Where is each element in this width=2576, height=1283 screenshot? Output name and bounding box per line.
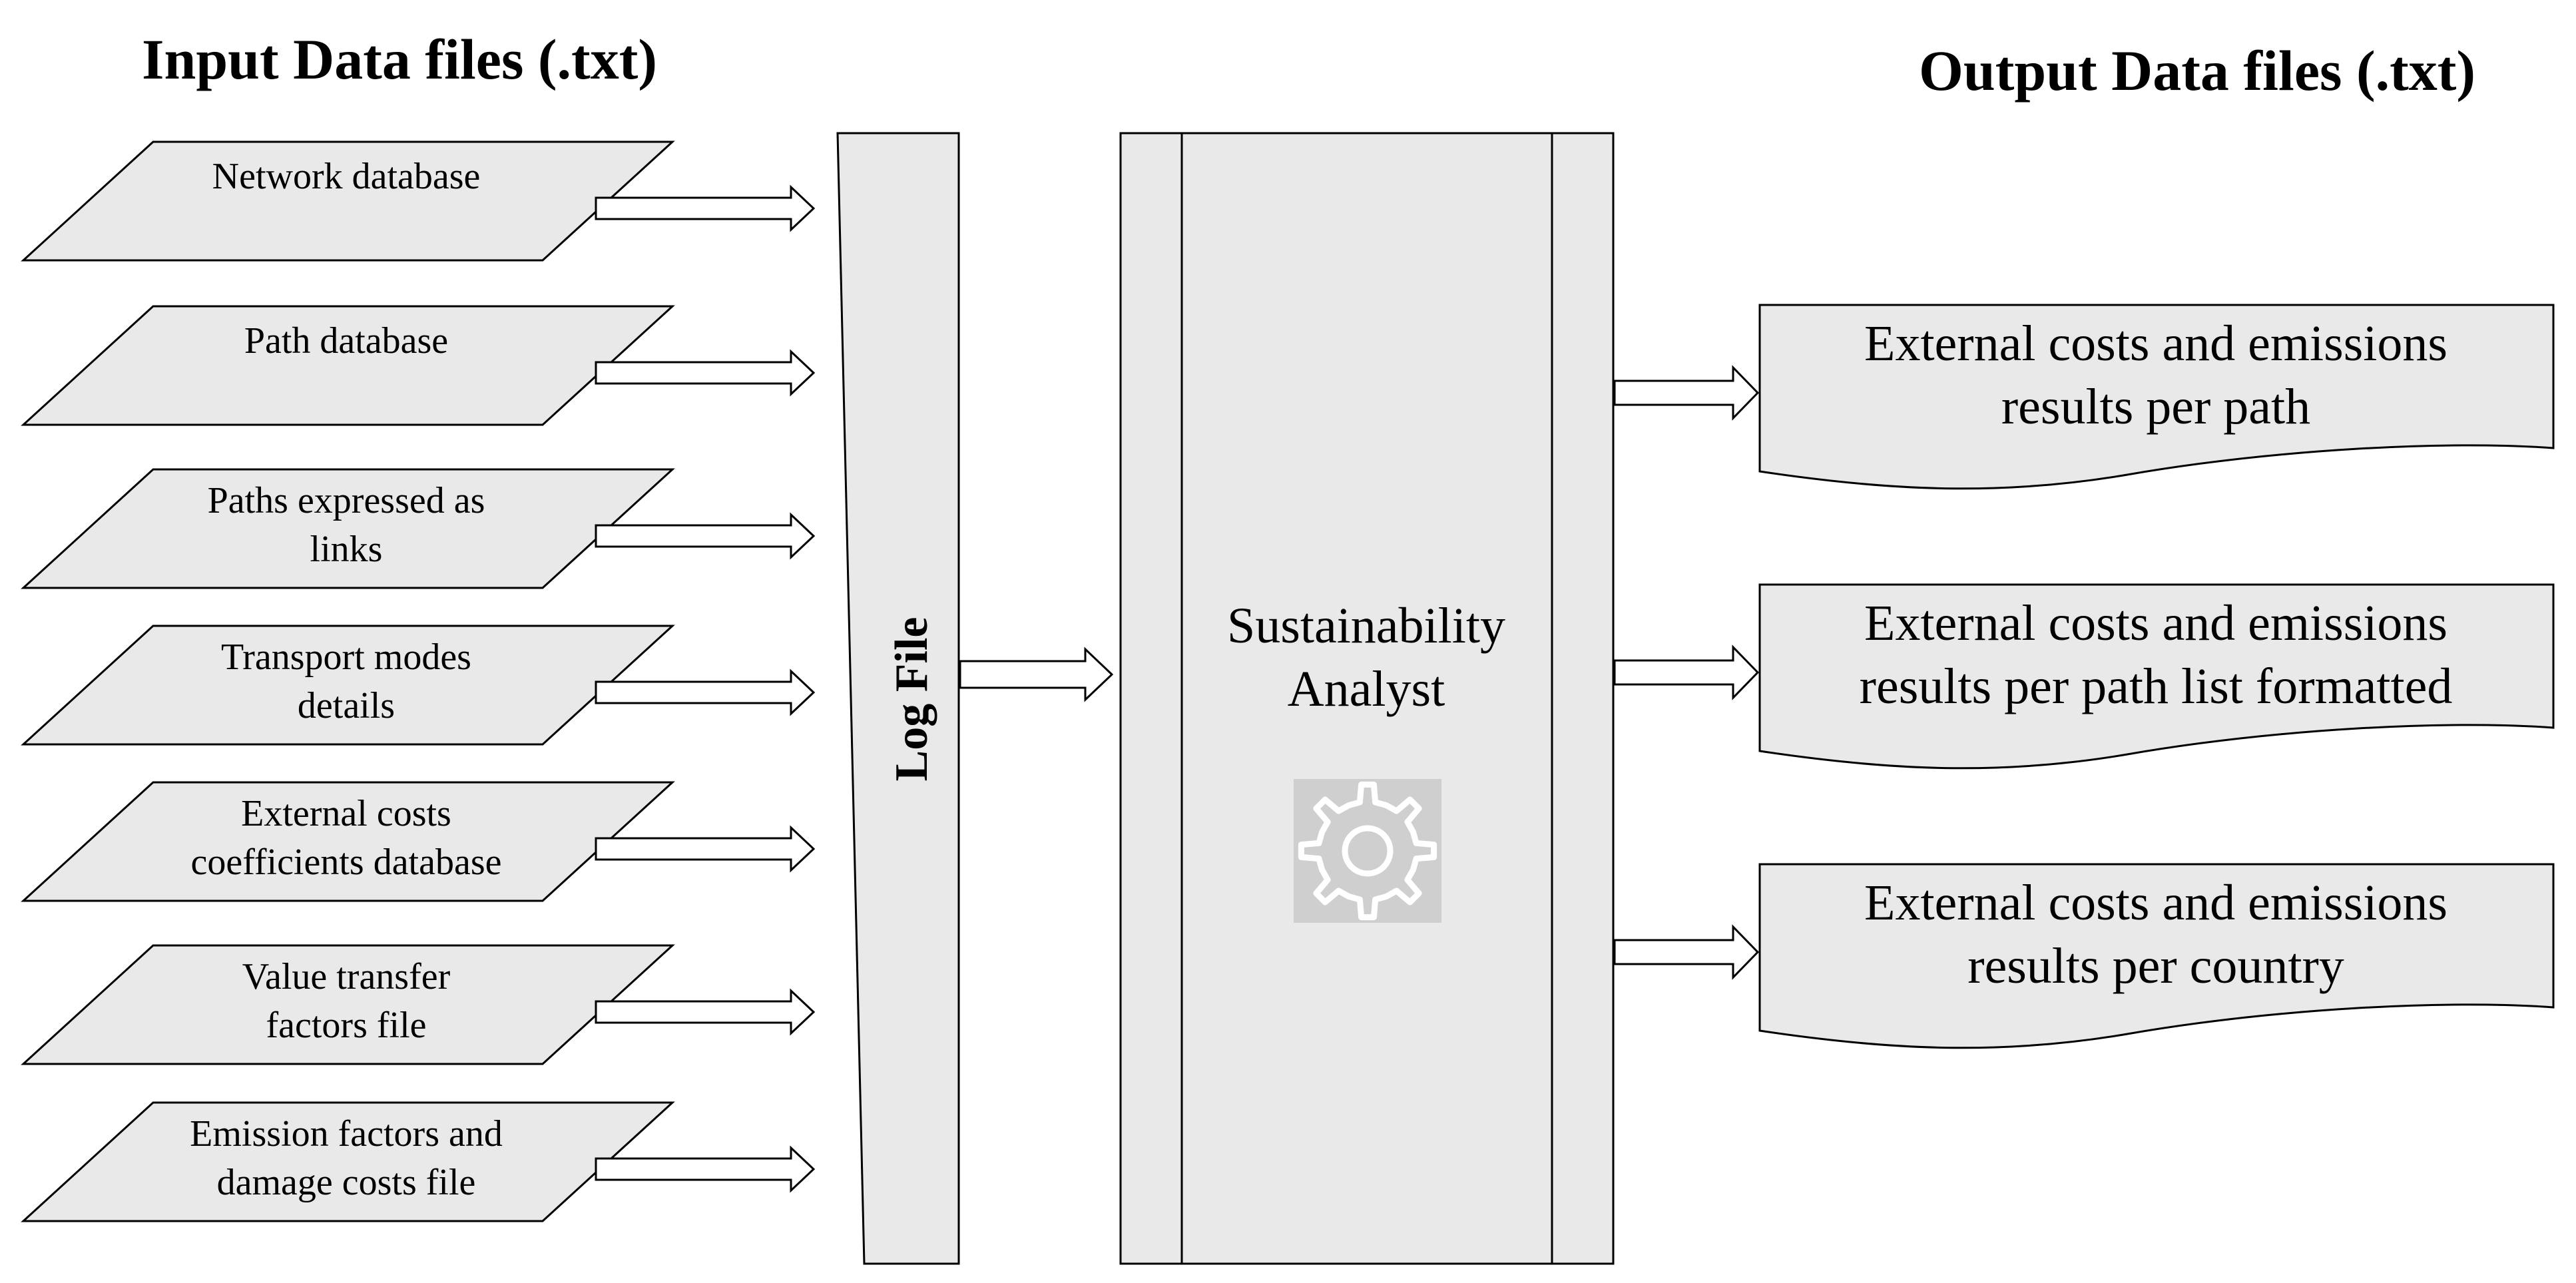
input-file-label: details bbox=[298, 685, 395, 726]
input-file-label: External costs bbox=[241, 793, 451, 834]
input-file-shape bbox=[21, 781, 675, 902]
input-file: External costs coefficients database bbox=[21, 781, 816, 902]
output-arrow bbox=[1613, 924, 1760, 980]
output-file-shape bbox=[1758, 583, 2555, 770]
input-file-label: Path database bbox=[244, 320, 448, 362]
log-file-label: Log File bbox=[886, 617, 937, 782]
input-file-label: coefficients database bbox=[191, 842, 502, 883]
output-file-label: results per path bbox=[2001, 379, 2310, 435]
input-file: Paths expressed as links bbox=[21, 468, 816, 589]
input-file-label: damage costs file bbox=[217, 1162, 476, 1203]
input-file: Network database bbox=[21, 140, 816, 262]
output-file: External costs and emissions results per … bbox=[1613, 304, 2555, 490]
output-header: Output Data files (.txt) bbox=[1919, 39, 2475, 103]
input-header: Input Data files (.txt) bbox=[142, 27, 657, 91]
input-arrow bbox=[595, 668, 816, 716]
log-file: Log File bbox=[836, 132, 960, 1265]
input-file-label: links bbox=[310, 529, 383, 570]
input-file-shape bbox=[21, 625, 675, 746]
log-to-analyst-arrow bbox=[959, 646, 1114, 702]
input-file-shape bbox=[21, 1101, 675, 1222]
gear-icon bbox=[1294, 779, 1441, 923]
input-file: Emission factors and damage costs file bbox=[21, 1101, 816, 1222]
input-file: Transport modes details bbox=[21, 625, 816, 746]
input-arrow bbox=[595, 988, 816, 1036]
output-file-label: results per country bbox=[1967, 938, 2344, 994]
input-file: Value transfer factors file bbox=[21, 944, 816, 1065]
input-file-shape bbox=[21, 140, 675, 262]
input-file-label: Paths expressed as bbox=[208, 480, 485, 521]
output-file-shape bbox=[1758, 863, 2555, 1049]
output-file-shape bbox=[1758, 304, 2555, 490]
input-file-label: factors file bbox=[266, 1005, 427, 1046]
output-file: External costs and emissions results per … bbox=[1613, 863, 2555, 1049]
input-arrow bbox=[595, 512, 816, 560]
input-file-shape bbox=[21, 468, 675, 589]
input-file-shape bbox=[21, 305, 675, 426]
output-arrow bbox=[1613, 644, 1760, 700]
input-file-label: Emission factors and bbox=[190, 1113, 503, 1155]
analyst-label-line1: Sustainability bbox=[1227, 598, 1505, 654]
input-arrow bbox=[595, 825, 816, 873]
input-file-label: Value transfer bbox=[242, 956, 451, 997]
input-file-shape bbox=[21, 944, 675, 1065]
output-file-label: External costs and emissions bbox=[1864, 316, 2447, 372]
input-file-label: Network database bbox=[212, 156, 481, 197]
output-files: External costs and emissions results per … bbox=[1613, 304, 2555, 1049]
input-file: Path database bbox=[21, 305, 816, 426]
output-arrow bbox=[1613, 365, 1760, 421]
output-file-label: External costs and emissions bbox=[1864, 875, 2447, 931]
analyst-label-line2: Analyst bbox=[1288, 661, 1445, 717]
input-arrow bbox=[595, 184, 816, 232]
output-file: External costs and emissions results per … bbox=[1613, 583, 2555, 770]
output-file-label: External costs and emissions bbox=[1864, 595, 2447, 651]
sustainability-analyst: Sustainability Analyst bbox=[1119, 132, 1615, 1265]
input-arrow bbox=[595, 349, 816, 397]
input-file-label: Transport modes bbox=[221, 637, 471, 678]
output-file-label: results per path list formatted bbox=[1860, 658, 2453, 714]
input-arrow bbox=[595, 1145, 816, 1193]
